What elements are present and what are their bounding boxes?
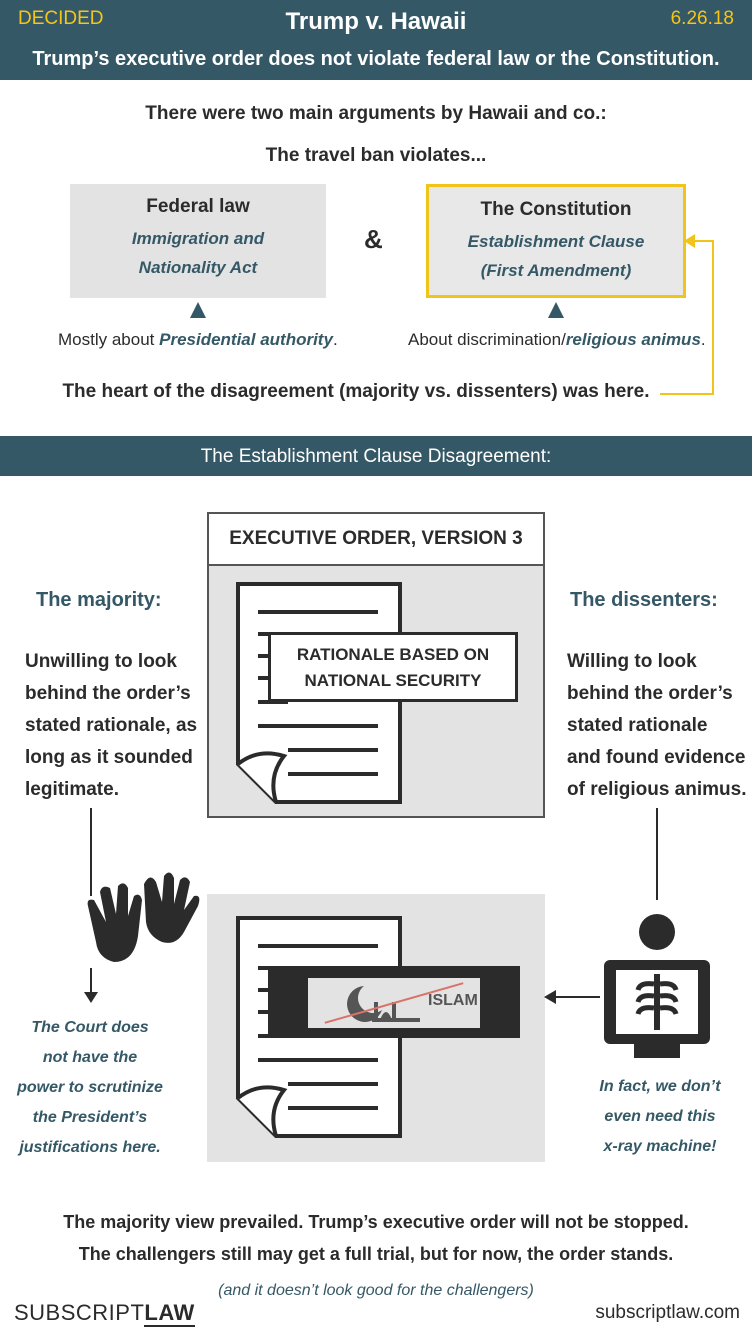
connector-line xyxy=(556,996,600,998)
note-prefix: About discrimination/ xyxy=(408,330,566,349)
note-emphasis: religious animus xyxy=(565,330,701,349)
majority-line: Unwilling to look xyxy=(25,651,177,672)
conclusion-line: The Court does xyxy=(31,1019,149,1036)
executive-order-title: EXECUTIVE ORDER, VERSION 3 xyxy=(209,514,543,566)
connector-line xyxy=(90,808,92,896)
constitution-line2: (First Amendment) xyxy=(480,261,632,280)
note-suffix: . xyxy=(332,330,338,349)
federal-law-box: Federal law Immigration and Nationality … xyxy=(70,184,326,298)
hidden-motive-label: ISLAM xyxy=(428,992,478,1009)
conclusion-line: not have the xyxy=(42,1049,138,1066)
brand-logo: SUBSCRIPTLAW xyxy=(14,1300,195,1327)
conclusion-line-1: The majority view prevailed. Trump’s exe… xyxy=(63,1212,689,1232)
heart-of-disagreement: The heart of the disagreement (majority … xyxy=(62,381,650,402)
ampersand: & xyxy=(364,224,383,254)
majority-conclusion: The Court does not have the power to scr… xyxy=(10,1013,170,1163)
constitution-note: About discrimination/religious animus. xyxy=(408,330,706,350)
conclusion-line: In fact, we don’t xyxy=(599,1078,721,1095)
federal-law-line1: Immigration and xyxy=(131,229,265,248)
dissenters-line: stated rationale xyxy=(567,715,708,736)
connector-line xyxy=(656,808,658,900)
status-label: DECIDED xyxy=(18,8,104,29)
connector-line xyxy=(90,968,92,994)
section-title: The Establishment Clause Disagreement: xyxy=(200,446,552,467)
dissenters-line: and found evidence xyxy=(567,747,746,768)
xray-person-icon xyxy=(604,914,710,1058)
dissenters-heading: The dissenters: xyxy=(570,589,718,611)
bracket-connector xyxy=(692,240,714,242)
conclusion-line: power to scrutinize xyxy=(17,1079,163,1096)
note-emphasis: Presidential authority xyxy=(159,330,333,349)
conclusion-aside: (and it doesn’t look good for the challe… xyxy=(218,1282,534,1299)
constitution-line1: Establishment Clause xyxy=(467,232,645,251)
dissenters-conclusion: In fact, we don’t even need this x-ray m… xyxy=(590,1072,730,1162)
logo-text-part2: LAW xyxy=(144,1300,195,1327)
dissenters-description: Willing to look behind the order’s state… xyxy=(567,646,747,806)
federal-law-line2: Nationality Act xyxy=(138,258,258,277)
hands-icon xyxy=(87,872,200,962)
conclusion-line: the President’s xyxy=(32,1109,148,1126)
majority-heading: The majority: xyxy=(36,589,162,611)
rationale-line2: NATIONAL SECURITY xyxy=(304,671,482,690)
page-title: Trump v. Hawaii xyxy=(285,8,467,35)
conclusion-line: x-ray machine! xyxy=(603,1138,717,1155)
pointer-up-icon xyxy=(190,302,206,318)
bracket-connector xyxy=(660,393,714,395)
site-url: subscriptlaw.com xyxy=(595,1302,740,1323)
majority-line: legitimate. xyxy=(25,779,119,800)
arrow-down-icon xyxy=(84,992,98,1003)
arguments-intro: There were two main arguments by Hawaii … xyxy=(145,103,607,124)
note-suffix: . xyxy=(700,330,706,349)
conclusion-line: even need this xyxy=(604,1108,716,1125)
conclusion-line-2: The challengers still may get a full tri… xyxy=(78,1244,674,1264)
mosque-icon xyxy=(347,986,420,1022)
constitution-title: The Constitution xyxy=(480,199,632,220)
section-band xyxy=(0,436,752,476)
holding-text: Trump’s executive order does not violate… xyxy=(32,48,720,70)
rationale-line1: RATIONALE BASED ON xyxy=(296,645,490,664)
constitution-box: The Constitution Establishment Clause (F… xyxy=(426,184,686,298)
header-bar xyxy=(0,0,752,80)
federal-law-note: Mostly about Presidential authority. xyxy=(58,330,338,350)
rationale-label: RATIONALE BASED ON NATIONAL SECURITY xyxy=(268,632,518,702)
dissenters-line: Willing to look xyxy=(567,651,697,672)
arrow-left-icon xyxy=(684,234,695,248)
arguments-lead: The travel ban violates... xyxy=(265,145,487,166)
logo-text-part1: SUBSCRIPT xyxy=(14,1300,145,1325)
note-prefix: Mostly about xyxy=(58,330,160,349)
federal-law-title: Federal law xyxy=(146,196,250,217)
decision-date: 6.26.18 xyxy=(670,8,734,29)
dissenters-line: of religious animus. xyxy=(567,779,747,800)
arrow-left-icon xyxy=(544,990,556,1004)
dissenters-line: behind the order’s xyxy=(567,683,733,704)
majority-line: long as it sounded xyxy=(25,747,193,768)
bracket-connector xyxy=(712,240,714,394)
conclusion-line: justifications here. xyxy=(19,1139,161,1156)
majority-line: behind the order’s xyxy=(25,683,191,704)
pointer-up-icon xyxy=(548,302,564,318)
majority-line: stated rationale, as xyxy=(25,715,198,736)
majority-description: Unwilling to look behind the order’s sta… xyxy=(25,646,205,806)
